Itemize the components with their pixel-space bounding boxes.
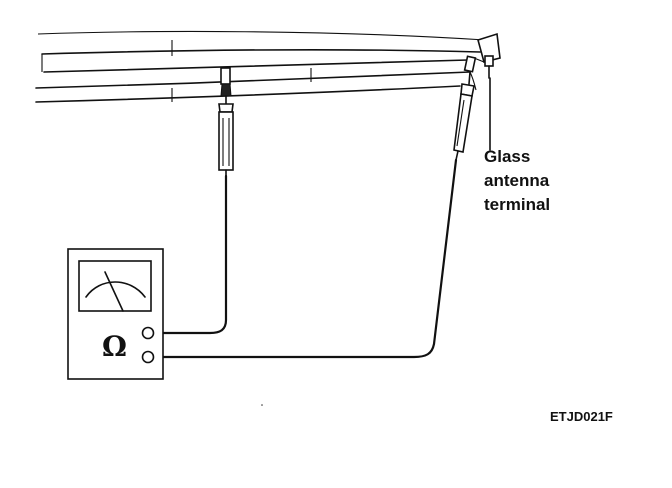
antenna-wire-1 xyxy=(41,49,481,55)
meter-terminal-2 xyxy=(141,350,155,364)
meter-terminal-1 xyxy=(141,326,155,340)
terminal-label-line2: antenna xyxy=(484,171,550,190)
terminal-label-line3: terminal xyxy=(484,195,550,214)
figure-code: ETJD021F xyxy=(550,409,613,424)
ohmmeter-icon: Ω xyxy=(67,248,164,380)
antenna-wire-3 xyxy=(35,71,471,89)
test-leads xyxy=(153,158,458,359)
terminal-label-line1: Glass xyxy=(484,147,530,166)
probe-right xyxy=(453,55,477,161)
antenna-wire-2 xyxy=(43,59,469,73)
lead-left xyxy=(153,174,228,335)
probe-left xyxy=(218,67,234,177)
ohm-symbol: Ω xyxy=(102,330,127,363)
antenna-wire-4 xyxy=(35,85,461,103)
glass-antenna-terminal xyxy=(473,32,501,151)
lead-right xyxy=(153,158,458,359)
window-glass xyxy=(35,30,486,103)
